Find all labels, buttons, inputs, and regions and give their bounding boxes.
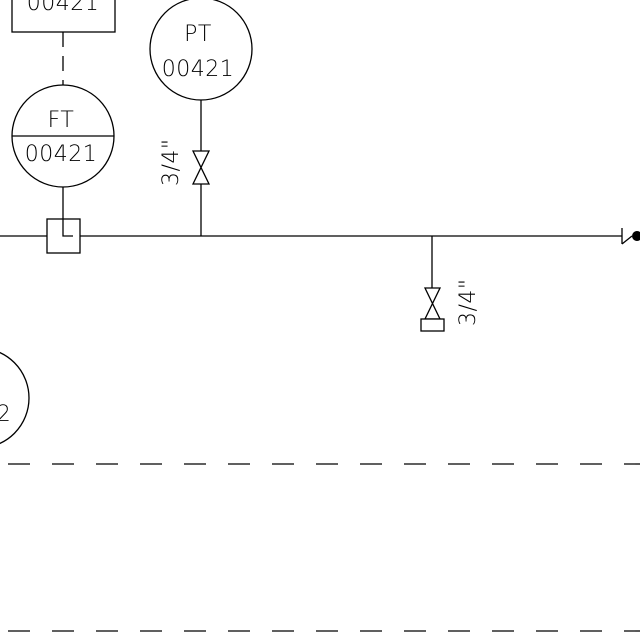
top-instrument-tag: 00421 xyxy=(27,0,100,16)
ft-function-label: FT xyxy=(48,108,75,133)
pt-valve-size-label: 3/4" xyxy=(159,138,184,186)
pt-function-label: PT xyxy=(184,22,212,47)
ft-instrument-bubble: FT 00421 xyxy=(11,84,115,188)
pt-isolation-valve xyxy=(191,150,211,185)
pt-tag-number: 00421 xyxy=(162,57,235,82)
line-end-fitting xyxy=(621,228,640,245)
flow-element xyxy=(46,218,81,254)
pt-instrument-bubble: PT 00421 xyxy=(149,0,253,101)
drain-cap xyxy=(420,318,445,332)
ft-tag-number: 00421 xyxy=(25,142,98,167)
drain-valve xyxy=(423,287,442,320)
drain-valve-size-label: 3/4" xyxy=(456,278,481,326)
left-instrument-tag: 2 xyxy=(0,402,11,427)
top-instrument-partial: 00421 xyxy=(11,0,116,33)
left-instrument-partial: 2 xyxy=(0,351,30,445)
